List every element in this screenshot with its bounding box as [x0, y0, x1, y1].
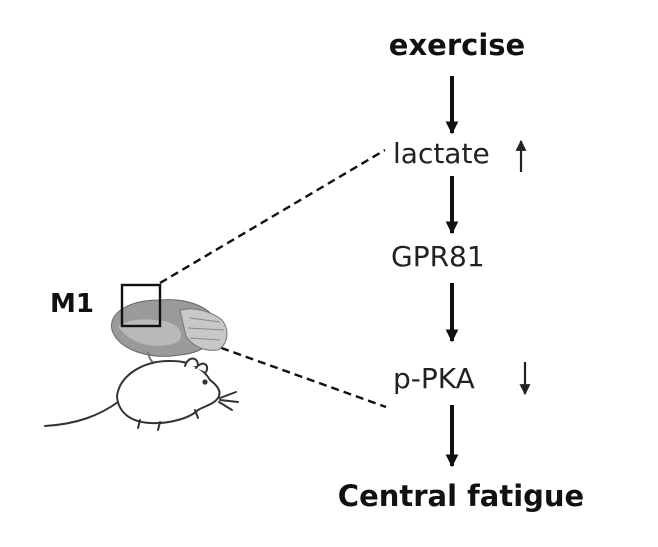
step-gpr81: GPR81 [391, 240, 485, 273]
step-central-fatigue: Central fatigue [337, 479, 585, 513]
region-label-m1: M1 [50, 289, 94, 319]
brain-illustration [111, 299, 228, 366]
step-exercise: exercise [388, 28, 526, 62]
step-ppka: p-PKA [393, 362, 475, 395]
mouse-illustration [44, 357, 239, 431]
zoom-line-upper [159, 148, 386, 285]
step-lactate: lactate [393, 137, 490, 170]
m1-region-box [120, 283, 162, 328]
